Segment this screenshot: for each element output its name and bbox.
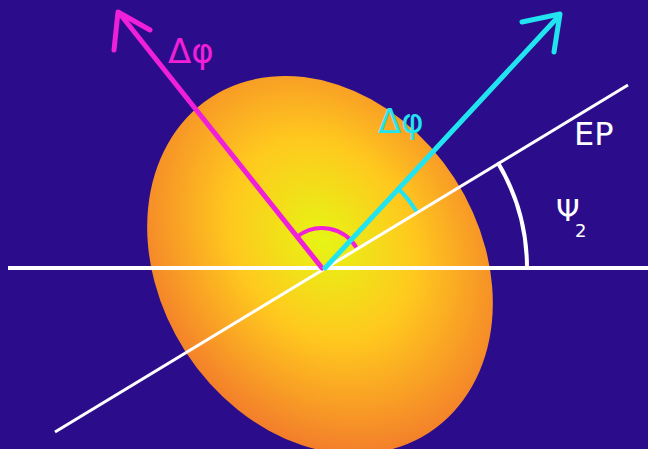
collision-overlap	[77, 10, 563, 449]
angle-arc	[498, 162, 527, 268]
angle-subscript: 2	[575, 222, 586, 240]
plane-label: EP	[574, 118, 614, 150]
angle-arc	[398, 188, 417, 211]
angle-label: Δφ	[168, 34, 214, 68]
event-plane-line	[55, 85, 628, 432]
particle-arrow	[114, 12, 322, 268]
angle-label: Δφ	[378, 104, 424, 138]
particle-arrow	[325, 14, 560, 268]
